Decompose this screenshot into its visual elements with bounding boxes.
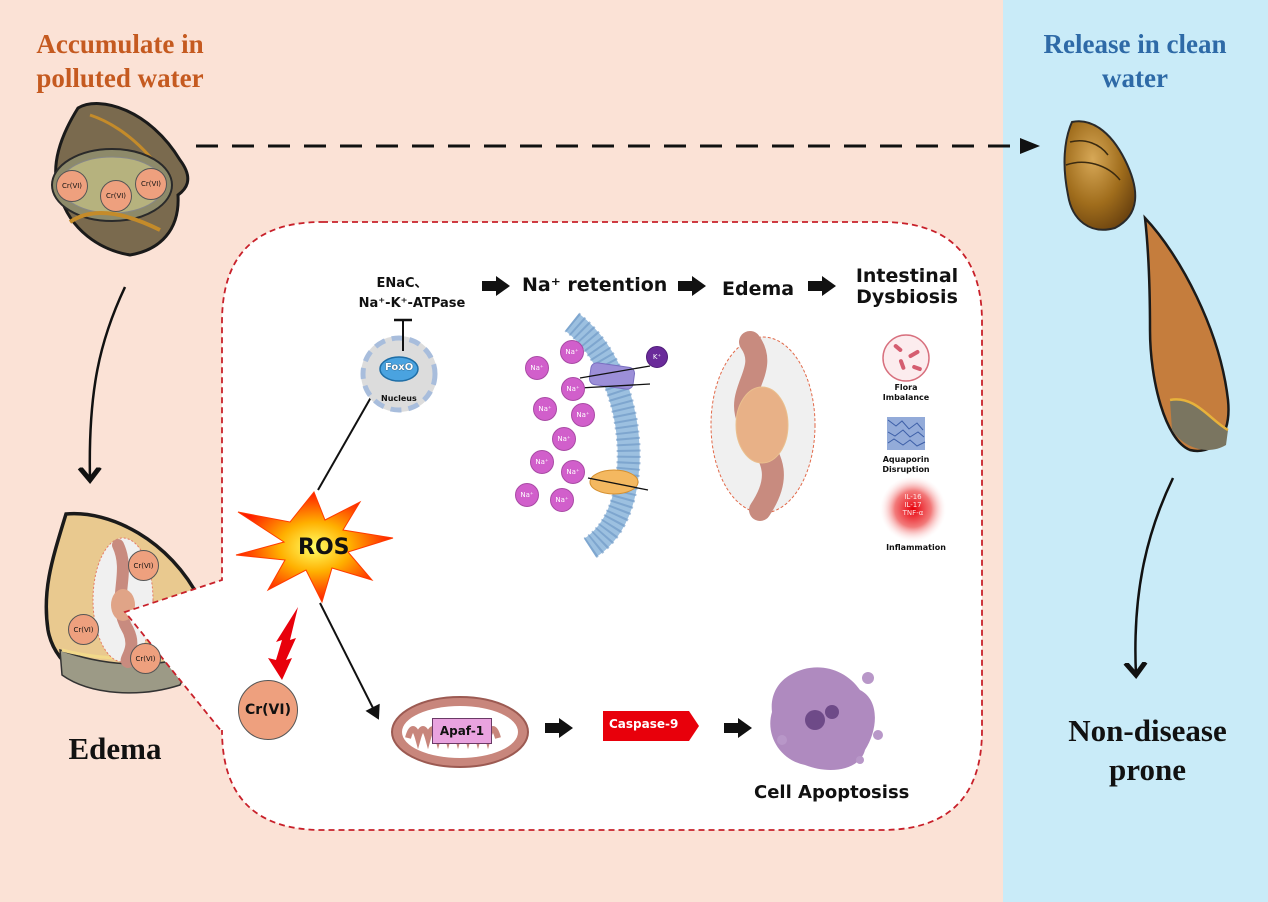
flow-step-edema: Edema	[722, 278, 795, 300]
sodium-ion: Na⁺	[552, 427, 576, 451]
flow-step-na-retention: Na⁺ retention	[522, 274, 668, 296]
flow-arrow-icon	[545, 718, 573, 738]
non-disease-label: Non-disease prone	[1068, 713, 1227, 787]
lightning-bolt-icon	[268, 607, 298, 680]
apoptotic-cell-icon	[770, 667, 883, 770]
crvi-badge: Cr(VI)	[135, 168, 167, 200]
cell-apoptosis-label: Cell Apoptosiss	[754, 782, 910, 803]
ros-label: ROS	[298, 535, 350, 560]
crvi-badge: Cr(VI)	[100, 180, 132, 212]
flow-arrow-icon	[482, 276, 510, 296]
sodium-ion: Na⁺	[571, 403, 595, 427]
release-dashed-arrow	[196, 138, 1040, 154]
caspase9-label: Caspase-9	[609, 717, 679, 731]
ros-starburst-icon	[235, 491, 394, 604]
flow-arrow-icon	[678, 276, 706, 296]
ros-to-mito-arrow	[319, 602, 380, 720]
edema-label: Edema	[68, 731, 162, 766]
sodium-ion: Na⁺	[561, 377, 585, 401]
clean-water-panel	[1003, 0, 1268, 902]
crvi-badge: Cr(VI)	[68, 614, 99, 645]
caspase9-badge	[603, 711, 699, 741]
edema-intestine-icon	[710, 331, 816, 521]
clean-water-title: Release in clean water	[1043, 29, 1227, 93]
flow-arrow-down-left	[90, 286, 127, 480]
bacteria-icon	[882, 334, 930, 382]
enac-label: ENaC、	[376, 276, 428, 291]
sodium-ion: Na⁺	[525, 356, 549, 380]
nucleus-label: Nucleus	[381, 394, 417, 403]
inflammation-label: Inflammation	[886, 543, 946, 552]
inhibition-bar	[394, 318, 412, 351]
crvi-badge: Cr(VI)	[130, 643, 161, 674]
potassium-ion: K⁺	[646, 346, 668, 368]
na-k-atpase-label: Na⁺-K⁺-ATPase	[358, 296, 466, 311]
apaf1-badge: Apaf-1	[432, 718, 492, 744]
sodium-ion: Na⁺	[560, 340, 584, 364]
sodium-ion: Na⁺	[561, 460, 585, 484]
sodium-ion: Na⁺	[550, 488, 574, 512]
flow-arrow-icon	[724, 718, 752, 738]
nucleus-icon	[360, 335, 438, 413]
polluted-water-title: Accumulate in polluted water	[36, 29, 204, 93]
flow-arrow-icon	[808, 276, 836, 296]
crvi-badge: Cr(VI)	[128, 550, 159, 581]
protein-structure-icon	[887, 417, 926, 450]
snail-clean-icon	[1063, 120, 1137, 231]
crvi-source-badge: Cr(VI)	[238, 680, 298, 740]
inflammation-icon	[880, 476, 946, 542]
flow-step-intestinal-dysbiosis: Intestinal Dysbiosis	[855, 265, 959, 308]
foxo-label: FoxO	[385, 362, 414, 373]
snail-elongated-icon	[1143, 214, 1230, 453]
ros-to-foxo-arrow	[317, 383, 379, 491]
sodium-ion: Na⁺	[515, 483, 539, 507]
cell-membrane-icon	[564, 312, 651, 559]
sodium-ion: Na⁺	[533, 397, 557, 421]
flow-arrow-down-right	[1135, 477, 1175, 675]
sodium-ion: Na⁺	[530, 450, 554, 474]
crvi-badge: Cr(VI)	[56, 170, 88, 202]
